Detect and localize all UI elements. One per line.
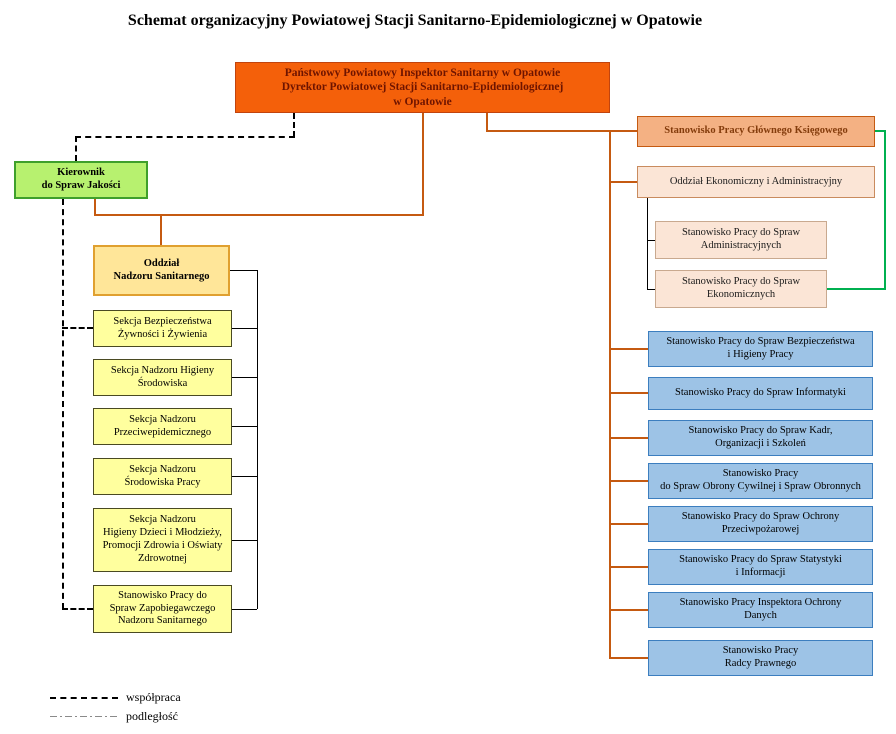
subordination-line xyxy=(609,566,648,568)
cooperation-line xyxy=(293,113,295,137)
subordination-line xyxy=(609,348,648,350)
subordination-line xyxy=(230,270,258,271)
sanitary-section: Stanowisko Pracy do Spraw Zapobiegawczeg… xyxy=(93,585,232,633)
sanitary-section: Sekcja Nadzoru Środowiska Pracy xyxy=(93,458,232,495)
node-director: Państwowy Powiatowy Inspektor Sanitarny … xyxy=(235,62,610,113)
cooperation-line xyxy=(75,136,295,138)
staff-position: Stanowisko Pracy do Spraw Obrony Cywilne… xyxy=(648,463,873,499)
accountant-subordination-line xyxy=(884,130,886,290)
cooperation-line xyxy=(62,327,93,329)
staff-position: Stanowisko Pracy do Spraw Kadr, Organiza… xyxy=(648,420,873,456)
node-quality-manager: Kierownik do Spraw Jakości xyxy=(14,161,148,199)
subordination-line xyxy=(609,657,648,659)
legend-subordination-line xyxy=(50,716,118,717)
subordination-line xyxy=(232,328,257,329)
cooperation-line xyxy=(62,608,93,610)
sanitary-section: Sekcja Nadzoru Higieny Środowiska xyxy=(93,359,232,396)
subordination-line xyxy=(647,240,656,241)
staff-position: Stanowisko Pracy do Spraw Statystyki i I… xyxy=(648,549,873,585)
subordination-line xyxy=(232,377,257,378)
subordination-line xyxy=(486,113,488,132)
node-chief-accountant: Stanowisko Pracy Głównego Księgowego xyxy=(637,116,875,147)
subordination-line xyxy=(609,392,648,394)
node-economic-admin-department: Oddział Ekonomiczny i Administracyjny xyxy=(637,166,875,198)
subordination-line xyxy=(486,130,637,132)
legend-subordination-label: podległość xyxy=(126,709,178,723)
subordination-line xyxy=(609,181,637,183)
subordination-line xyxy=(94,199,96,216)
staff-position: Stanowisko Pracy do Spraw Bezpieczeństwa… xyxy=(648,331,873,367)
subordination-line xyxy=(609,609,648,611)
subordination-line xyxy=(94,214,424,216)
subordination-line xyxy=(160,214,162,245)
subordination-line xyxy=(422,113,424,216)
node-admin-position: Stanowisko Pracy do Spraw Administracyjn… xyxy=(655,221,827,259)
node-economic-position: Stanowisko Pracy do Spraw Ekonomicznych xyxy=(655,270,827,308)
accountant-subordination-line xyxy=(875,130,886,132)
staff-position: Stanowisko Pracy Radcy Prawnego xyxy=(648,640,873,676)
legend-cooperation-label: współpraca xyxy=(126,690,181,704)
accountant-subordination-line xyxy=(827,288,886,290)
sanitary-section: Sekcja Nadzoru Higieny Dzieci i Młodzież… xyxy=(93,508,232,572)
staff-position: Stanowisko Pracy do Spraw Ochrony Przeci… xyxy=(648,506,873,542)
subordination-line xyxy=(232,426,257,427)
subordination-line xyxy=(609,437,648,439)
staff-position: Stanowisko Pracy do Spraw Informatyki xyxy=(648,377,873,410)
sanitary-section: Sekcja Nadzoru Przeciwepidemicznego xyxy=(93,408,232,445)
page-title: Schemat organizacyjny Powiatowej Stacji … xyxy=(127,12,703,29)
subordination-trunk-line xyxy=(257,270,258,609)
staff-position: Stanowisko Pracy Inspektora Ochrony Dany… xyxy=(648,592,873,628)
subordination-line xyxy=(609,523,648,525)
subordination-line xyxy=(609,480,648,482)
subordination-line xyxy=(647,198,648,289)
subordination-line xyxy=(232,609,257,610)
subordination-trunk-line xyxy=(609,130,611,658)
cooperation-line xyxy=(75,136,77,161)
subordination-line xyxy=(232,476,257,477)
subordination-line xyxy=(232,540,257,541)
cooperation-trunk-line xyxy=(62,199,64,609)
sanitary-section: Sekcja Bezpieczeństwa Żywności i Żywieni… xyxy=(93,310,232,347)
node-sanitary-supervision-department: Oddział Nadzoru Sanitarnego xyxy=(93,245,230,296)
subordination-line xyxy=(647,289,656,290)
legend-cooperation-line xyxy=(50,697,118,699)
